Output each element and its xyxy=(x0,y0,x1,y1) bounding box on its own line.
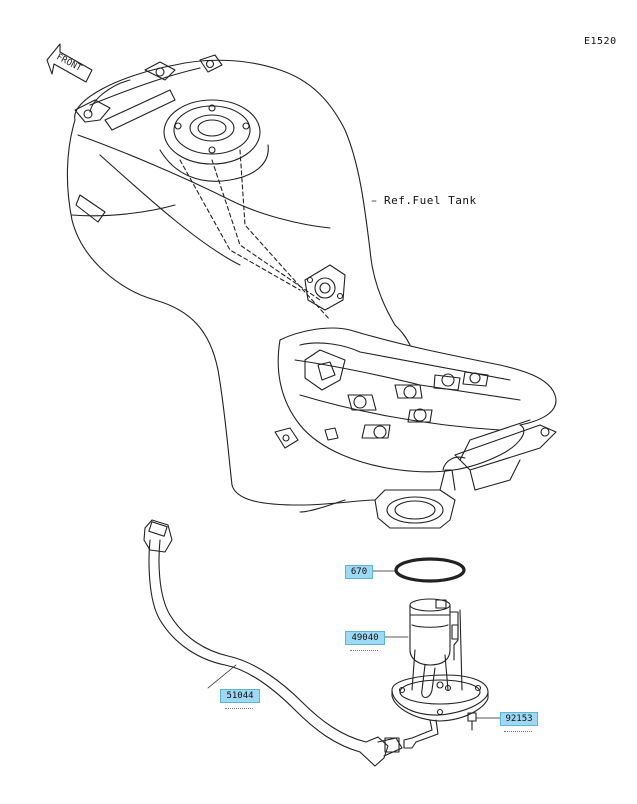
callout-hose[interactable]: 51044 xyxy=(220,689,260,703)
callout-pump-underline xyxy=(350,646,378,651)
fuel-tank xyxy=(66,54,557,529)
reference-label: Ref.Fuel Tank xyxy=(384,194,477,207)
callout-oring[interactable]: 670 xyxy=(345,565,373,579)
callout-hose-underline xyxy=(225,704,253,709)
fuel-hose xyxy=(143,519,403,767)
fuel-pump xyxy=(391,598,489,749)
callout-bolt[interactable]: 92153 xyxy=(500,712,538,726)
callout-pump[interactable]: 49040 xyxy=(345,631,385,645)
callout-bolt-underline xyxy=(504,727,532,732)
front-label: FRONT xyxy=(54,52,83,74)
figure-code: E1520 xyxy=(584,36,617,47)
bolt xyxy=(467,712,477,731)
front-arrow-icon: FRONT xyxy=(46,43,93,83)
o-ring xyxy=(394,557,466,583)
